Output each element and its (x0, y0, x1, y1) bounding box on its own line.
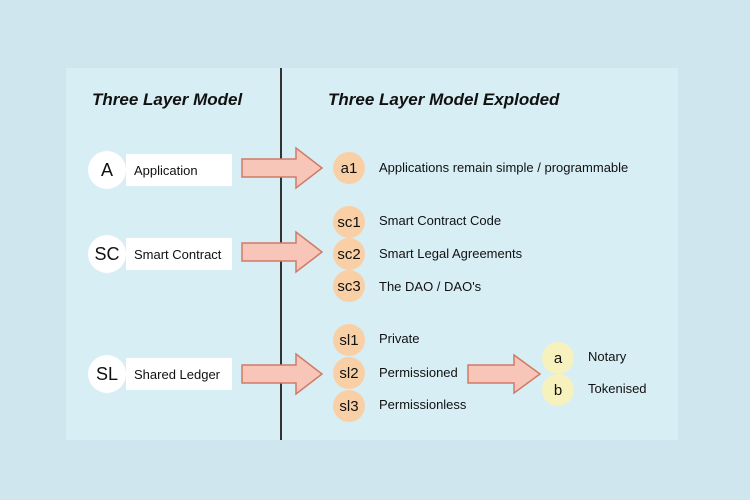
item-label-notary: Notary (588, 349, 627, 364)
layer-label-smart-contract: Smart Contract (126, 238, 232, 270)
item-code-sl2: sl2 (333, 357, 365, 389)
item-label-a1: Applications remain simple / programmabl… (379, 160, 629, 175)
permissioned-arrow (467, 353, 542, 395)
item-label-sc2: Smart Legal Agreements (379, 246, 523, 261)
item-label-sc3: The DAO / DAO's (379, 279, 482, 294)
item-label-sc1: Smart Contract Code (379, 213, 502, 228)
item-code-sl1: sl1 (333, 324, 365, 356)
item-code-b: b (542, 374, 574, 406)
smart-contract-arrow (241, 230, 324, 274)
layer-code-application: A (88, 151, 126, 189)
item-code-sc1: sc1 (333, 206, 365, 238)
item-code-a: a (542, 342, 574, 374)
item-code-sl3: sl3 (333, 390, 365, 422)
left-title: Three Layer Model (92, 90, 243, 109)
item-label-sl2: Permissioned (379, 365, 458, 380)
shared-ledger-arrow (241, 352, 324, 396)
layer-label-application: Application (126, 154, 232, 186)
item-code-a1: a1 (333, 152, 365, 184)
application-arrow (241, 146, 324, 190)
layer-label-shared-ledger: Shared Ledger (126, 358, 232, 390)
item-code-sc2: sc2 (333, 238, 365, 270)
item-code-sc3: sc3 (333, 270, 365, 302)
layer-code-smart-contract: SC (88, 235, 126, 273)
right-title: Three Layer Model Exploded (328, 90, 560, 109)
layer-code-shared-ledger: SL (88, 355, 126, 393)
item-label-sl3: Permissionless (379, 397, 467, 412)
item-label-sl1: Private (379, 331, 420, 346)
item-label-tokenised: Tokenised (588, 381, 647, 396)
